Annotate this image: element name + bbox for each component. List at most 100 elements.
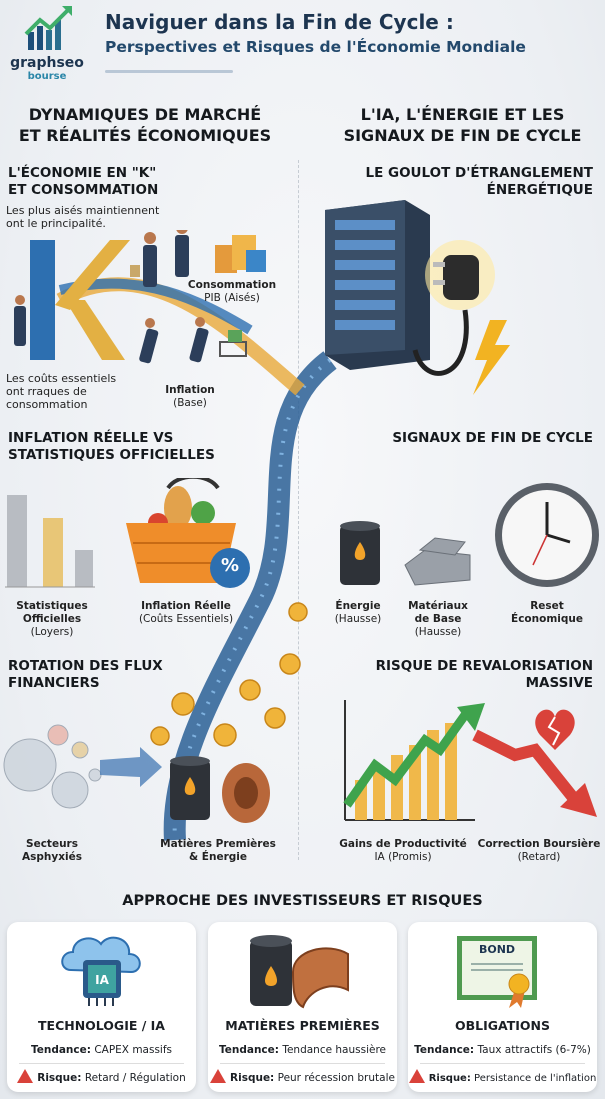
- label-bold: Gains de Productivité: [339, 838, 467, 850]
- energy-title-line: LE GOULOT D'ÉTRANGLEMENT: [365, 165, 593, 181]
- label-bold: Statistiques: [16, 600, 88, 612]
- label-bold: Secteurs: [26, 838, 78, 850]
- essential-costs-desc: Les coûts essentiels ont rraques de cons…: [6, 372, 116, 411]
- label-bold: de Base: [414, 613, 462, 625]
- ai-productivity-label: Gains de Productivité IA (Promis): [338, 838, 468, 864]
- bond-label: BOND: [478, 943, 516, 956]
- k-economy-desc: Les plus aisés maintiennent ont le princ…: [6, 204, 159, 230]
- label-rest: (Hausse): [414, 626, 462, 638]
- commodities-energy-label: Matières Premières & Énergie: [158, 838, 278, 864]
- person-icon: [14, 295, 26, 346]
- label-bold: Asphyxiés: [22, 851, 82, 863]
- card-risk: Risque: Retard / Régulation: [7, 1069, 196, 1084]
- trend-value: Taux attractifs (6-7%): [477, 1044, 591, 1056]
- inflation-base-label: Inflation (Base): [160, 384, 220, 410]
- card-title: MATIÈRES PREMIÈRES: [225, 1018, 380, 1033]
- base-materials-label: Matériaux de Base (Hausse): [400, 600, 476, 639]
- approach-title: APPROCHE DES INVESTISSEURS ET RISQUES: [122, 893, 483, 909]
- rotation-title-line: FINANCIERS: [8, 675, 100, 691]
- oil-barrel-icon: [340, 521, 380, 585]
- label-rest: (Hausse): [334, 613, 382, 625]
- card-trend: Tendance: Tendance haussière: [208, 1044, 397, 1056]
- inflation-title-line: STATISTIQUES OFFICIELLES: [8, 447, 215, 463]
- k-letter-illustration: [14, 230, 266, 364]
- ai-cloud-chip-icon: [61, 936, 141, 1006]
- revaluation-title-line: RISQUE DE REVALORISATION: [375, 658, 593, 674]
- flow-river-illustration: [56, 277, 337, 841]
- card-title: OBLIGATIONS: [454, 1018, 550, 1033]
- card-trend: Tendance: CAPEX massifs: [7, 1044, 196, 1056]
- trend-label: Tendance:: [414, 1044, 475, 1056]
- trend-label: Tendance:: [218, 1044, 279, 1056]
- logo-name: graphseo: [10, 55, 84, 71]
- rotation-title: ROTATION DES FLUX FINANCIERS: [8, 658, 163, 692]
- struggling-people-icon: [139, 317, 247, 364]
- logo: graphseo bourse: [4, 4, 90, 82]
- card-risk: Risque: Peur récession brutale: [208, 1069, 397, 1084]
- card-divider: [19, 1063, 184, 1064]
- card-risk: Risque: Persistance de l'inflation: [408, 1069, 597, 1084]
- left-heading-line: DYNAMIQUES DE MARCHÉ: [28, 105, 262, 124]
- official-stats-bars: [5, 495, 95, 588]
- trend-value: CAPEX massifs: [94, 1044, 173, 1056]
- server-plug-illustration: [325, 200, 510, 395]
- card-bonds: BOND OBLIGATIONS Tendance: Taux attracti…: [408, 922, 597, 1092]
- revaluation-chart-illustration: [343, 700, 597, 821]
- trend-label: Tendance:: [30, 1044, 91, 1056]
- inflation-title-line: INFLATION RÉELLE VS: [8, 430, 174, 446]
- risk-label: Risque:: [428, 1073, 471, 1084]
- signals-illustration: [340, 483, 599, 587]
- desc-line: Les plus aisés maintiennent: [6, 204, 160, 217]
- card-title: TECHNOLOGIE / IA: [38, 1018, 165, 1033]
- k-title-line: ET CONSOMMATION: [8, 182, 159, 198]
- desc-line: Les coûts essentiels: [6, 372, 117, 385]
- risk-value: Persistance de l'inflation: [474, 1073, 597, 1084]
- label-rest: IA (Promis): [374, 851, 432, 863]
- copper-coil-icon: [222, 763, 270, 823]
- risk-label: Risque:: [230, 1072, 275, 1084]
- k-title-line: L'ÉCONOMIE EN "K": [8, 165, 157, 181]
- label-rest: (Coûts Essentiels): [138, 613, 234, 625]
- left-heading-line: ET RÉALITÉS ÉCONOMIQUES: [18, 126, 272, 145]
- right-heading: L'IA, L'ÉNERGIE ET LES SIGNAUX DE FIN DE…: [320, 104, 605, 146]
- coins: [150, 602, 308, 747]
- energy-title: LE GOULOT D'ÉTRANGLEMENT ÉNERGÉTIQUE: [365, 165, 593, 199]
- arrow-icon: [100, 747, 162, 787]
- real-inflation-label: Inflation Réelle (Coûts Essentiels): [126, 600, 246, 626]
- left-heading: DYNAMIQUES DE MARCHÉ ET RÉALITÉS ÉCONOMI…: [0, 104, 290, 146]
- label-bold: & Énergie: [189, 851, 247, 863]
- label-bold: Correction Boursière: [477, 838, 601, 850]
- card-commodities: MATIÈRES PREMIÈRES Tendance: Tendance ha…: [208, 922, 397, 1092]
- desc-line: consommation: [6, 398, 88, 411]
- warning-icon: [408, 1069, 425, 1083]
- energy-title-line: ÉNERGÉTIQUE: [486, 182, 593, 198]
- percent-badge: %: [220, 555, 240, 576]
- title-underline: [105, 70, 233, 73]
- page-subtitle: Perspectives et Risques de l'Économie Mo…: [105, 38, 526, 56]
- energy-rise-label: Énergie (Hausse): [325, 600, 391, 626]
- label-rest: PIB (Aisés): [204, 292, 260, 304]
- clock-icon: [495, 483, 599, 587]
- broken-heart-icon: [535, 709, 575, 750]
- logo-sub: bourse: [27, 71, 67, 82]
- label-rest: (Base): [173, 397, 207, 409]
- trend-value: Tendance haussière: [282, 1044, 387, 1056]
- right-heading-line: L'IA, L'ÉNERGIE ET LES: [360, 105, 565, 124]
- k-economy-title: L'ÉCONOMIE EN "K" ET CONSOMMATION: [8, 165, 158, 199]
- label-bold: Officielles: [22, 613, 82, 625]
- label-bold: Économique: [511, 613, 583, 625]
- risk-label: Risque:: [37, 1072, 82, 1084]
- ai-chip-label: IA: [95, 973, 109, 987]
- revaluation-title: RISQUE DE REVALORISATION MASSIVE: [376, 658, 593, 692]
- rotation-illustration: [3, 724, 270, 823]
- warning-icon: [17, 1069, 34, 1083]
- card-divider: [220, 1063, 385, 1064]
- label-bold: Inflation Réelle: [141, 600, 231, 612]
- asphyxiated-sectors-label: Secteurs Asphyxiés: [2, 838, 102, 864]
- desc-line: ont le principalité.: [6, 217, 106, 230]
- risk-value: Peur récession brutale: [277, 1072, 395, 1084]
- oil-barrel-icon: [170, 756, 210, 820]
- card-trend: Tendance: Taux attractifs (6-7%): [408, 1044, 597, 1056]
- official-stats-label: Statistiques Officielles (Loyers): [2, 600, 102, 639]
- warning-icon: [210, 1069, 227, 1083]
